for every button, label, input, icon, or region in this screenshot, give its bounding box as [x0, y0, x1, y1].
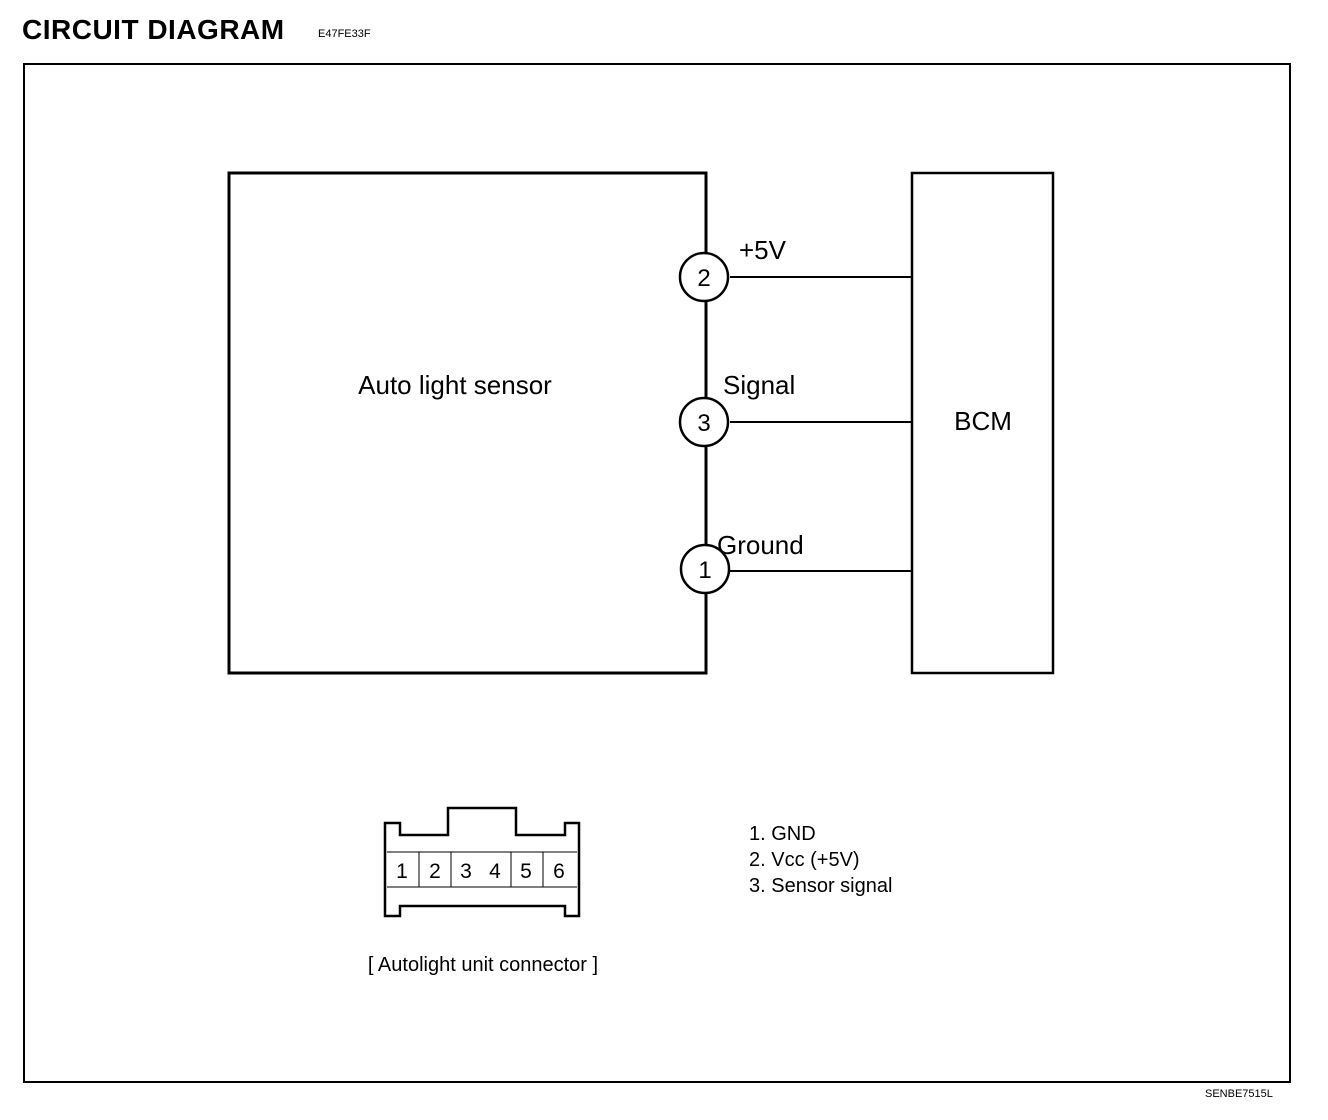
- pin-2: 2: [678, 251, 730, 303]
- pin-3: 3: [678, 396, 730, 448]
- sensor-box: [227, 171, 708, 675]
- figure-code: SENBE7515L: [1205, 1088, 1273, 1100]
- pin-number: 3: [697, 410, 710, 437]
- pin-list-item: 1. GND: [749, 823, 816, 845]
- document-code: E47FE33F: [318, 28, 371, 40]
- pin-1: 1: [679, 543, 731, 595]
- connector-cell: 4: [489, 860, 501, 883]
- bcm-label: BCM: [954, 406, 1012, 436]
- connector-cell: 1: [396, 860, 408, 883]
- diagram-frame: [23, 63, 1291, 1083]
- pin-label-5v: +5V: [739, 235, 787, 265]
- connector-cell: 5: [520, 860, 532, 883]
- sensor-label: Auto light sensor: [358, 370, 552, 400]
- connector-cell: 2: [429, 860, 441, 883]
- pin-number: 1: [698, 557, 711, 584]
- connector-caption: [ Autolight unit connector ]: [368, 954, 598, 976]
- pin-label-ground: Ground: [717, 530, 804, 560]
- page-title: CIRCUIT DIAGRAM: [22, 14, 285, 45]
- connector-cell: 6: [553, 860, 565, 883]
- pin-label-signal: Signal: [723, 370, 795, 400]
- pin-list-item: 2. Vcc (+5V): [749, 849, 860, 871]
- connector-cell: 3: [460, 860, 472, 883]
- pin-number: 2: [697, 265, 710, 292]
- pin-list-item: 3. Sensor signal: [749, 875, 892, 897]
- autolight-connector: 1 2 3 4 5 6: [383, 806, 581, 918]
